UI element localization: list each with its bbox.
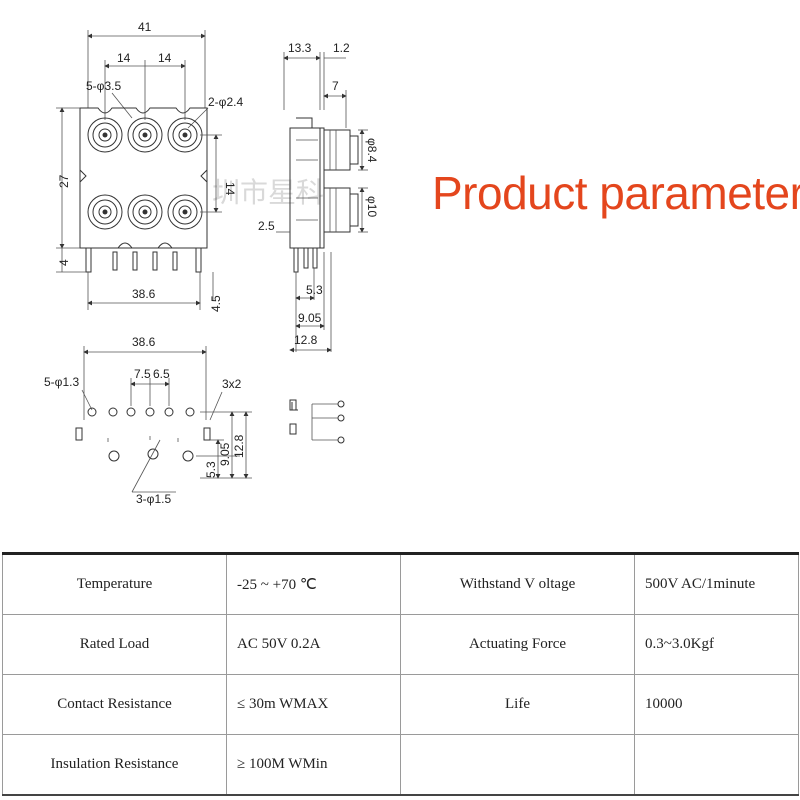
footprint-view: 38.6 7.5 6.5 5-φ1.3 3x2 3-φ1.5	[44, 335, 252, 506]
param-value: ≥ 100M WMin	[226, 733, 401, 796]
dim-step: 7	[332, 79, 339, 93]
param-value	[634, 733, 799, 796]
table-row: Rated Load AC 50V 0.2A Actuating Force 0…	[2, 614, 799, 675]
dim-bottom-offset: 4.5	[209, 295, 223, 312]
dim-fp-v3: 12.8	[232, 434, 246, 458]
dim-fp-holes-post: 3-φ1.5	[136, 492, 171, 506]
param-value: -25 ~ +70 ℃	[226, 551, 401, 616]
dim-hole-large: 5-φ3.5	[86, 79, 121, 93]
param-value: 10000	[634, 674, 799, 735]
dim-fp-slot: 3x2	[222, 377, 242, 391]
front-view: 41 14 14 5-φ3.5 2-φ2.4	[56, 20, 243, 312]
page-title: Product parameters	[432, 167, 800, 219]
table-row: Contact Resistance ≤ 30m WMAX Life 10000	[2, 674, 799, 735]
dim-hole-small: 2-φ2.4	[208, 95, 243, 109]
param-name: Withstand V oltage	[400, 551, 635, 616]
dim-pin-length: 4	[57, 259, 71, 266]
dim-dia-top: φ8.4	[365, 138, 379, 163]
param-name: Contact Resistance	[2, 674, 227, 735]
dim-fp-pitch-b: 6.5	[153, 367, 170, 381]
dim-pitch-a: 14	[117, 51, 131, 65]
dim-fp-width: 38.6	[132, 335, 156, 349]
watermark: 圳市星科	[212, 176, 324, 209]
dim-width-total: 41	[138, 20, 152, 34]
dim-row-pitch: 14	[223, 182, 237, 196]
dim-fp-v2: 9.05	[218, 442, 232, 466]
dim-depth: 13.3	[288, 41, 312, 55]
param-value: 500V AC/1minute	[634, 551, 799, 616]
dim-flange: 1.2	[333, 41, 350, 55]
dim-pin-offset: 2.5	[258, 219, 275, 233]
param-name: Life	[400, 674, 635, 735]
parameters-table: Temperature -25 ~ +70 ℃ Withstand V olta…	[2, 551, 799, 796]
dim-fp-pitch-a: 7.5	[134, 367, 151, 381]
dim-height: 27	[57, 174, 71, 188]
dim-side-bottom-1: 5.3	[306, 283, 323, 297]
param-name: Actuating Force	[400, 614, 635, 675]
param-name: Temperature	[2, 551, 227, 616]
table-row: Insulation Resistance ≥ 100M WMin	[2, 733, 799, 796]
param-value: AC 50V 0.2A	[226, 614, 401, 675]
schematic-symbol	[289, 399, 345, 444]
dim-fp-holes-pin: 5-φ1.3	[44, 375, 79, 389]
side-view: 13.3 1.2 7 φ8.4	[258, 41, 379, 353]
param-value: 0.3~3.0Kgf	[634, 614, 799, 675]
dim-bottom-width: 38.6	[132, 287, 156, 301]
param-name	[400, 733, 635, 796]
param-name: Insulation Resistance	[2, 733, 227, 796]
dim-fp-v1: 5.3	[204, 461, 218, 478]
table-row: Temperature -25 ~ +70 ℃ Withstand V olta…	[2, 551, 799, 616]
param-value: ≤ 30m WMAX	[226, 674, 401, 735]
dim-side-bottom-2: 9.05	[298, 311, 322, 325]
technical-drawing: 圳市星科 41 14 14 5-φ3.5 2-φ2.4	[44, 20, 379, 506]
dim-pitch-b: 14	[158, 51, 172, 65]
dim-dia-bottom: φ10	[365, 196, 379, 217]
dim-side-bottom-3: 12.8	[294, 333, 318, 347]
param-name: Rated Load	[2, 614, 227, 675]
